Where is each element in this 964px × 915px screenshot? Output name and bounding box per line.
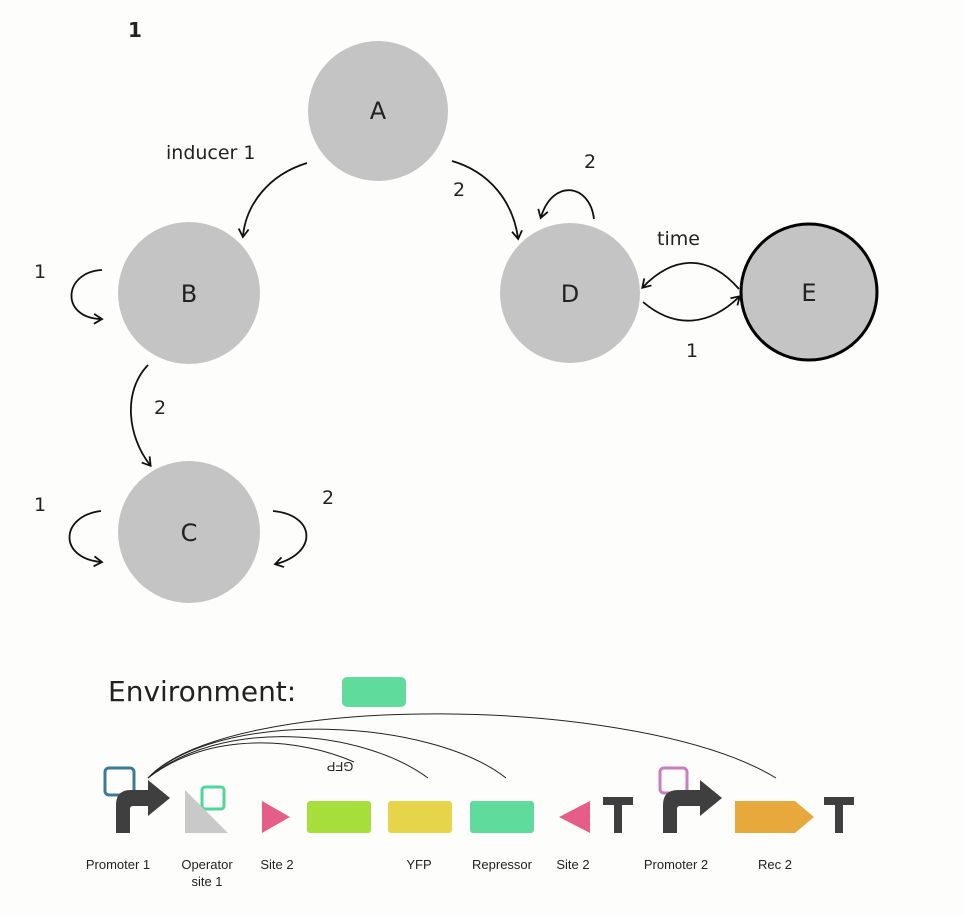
node-d-label: D — [561, 280, 579, 308]
node-d[interactable]: D — [500, 223, 640, 363]
repressor-label: Repressor — [472, 857, 533, 872]
arc-promoter1-to-repressor — [147, 728, 507, 779]
node-b-label: B — [181, 280, 197, 308]
site-2-a-label: Site 2 — [260, 857, 293, 872]
gfp-gene[interactable] — [307, 801, 371, 833]
yfp-gene[interactable] — [388, 801, 452, 833]
edge-a-to-b — [237, 162, 308, 239]
node-c-label: C — [181, 519, 198, 547]
terminator-2-icon[interactable] — [824, 797, 854, 833]
promoter-1-label: Promoter 1 — [86, 857, 150, 872]
edge-label-b-to-c: 2 — [154, 397, 166, 419]
arc-promoter1-to-gfp — [147, 742, 355, 779]
operator-triangle-icon — [185, 790, 228, 833]
promoter-1-arrow-icon — [116, 780, 170, 833]
yfp-label: YFP — [406, 857, 431, 872]
promoter-1[interactable] — [103, 766, 170, 833]
arc-promoter1-to-yfp — [147, 736, 429, 779]
operator-box — [200, 785, 226, 811]
gfp-flipped-label: GFP — [327, 759, 354, 774]
operator-label-line1: Operator — [181, 857, 233, 872]
edge-label-a-to-b: inducer 1 — [166, 142, 256, 164]
rec-2-gene[interactable] — [735, 801, 814, 833]
environment-indicator — [342, 677, 406, 707]
edge-d-to-e — [642, 295, 741, 322]
arc-promoter1-to-rec2 — [147, 713, 777, 779]
node-e-label: E — [801, 279, 816, 307]
operator-label-line2: site 1 — [191, 874, 222, 889]
edge-label-d-to-e: 1 — [686, 340, 698, 362]
repressor-gene[interactable] — [470, 801, 534, 833]
terminator-1-icon[interactable] — [603, 797, 633, 833]
site-2-a-icon[interactable] — [262, 801, 290, 833]
edge-label-e-to-d: time — [657, 228, 700, 250]
node-c[interactable]: C — [118, 461, 260, 603]
edge-label-c-self-left: 1 — [34, 494, 46, 516]
interaction-arcs — [147, 713, 777, 779]
edge-c-self-loop-left — [68, 510, 104, 568]
edge-label-c-self-right: 2 — [322, 487, 334, 509]
edge-d-self-loop — [537, 189, 595, 220]
node-b[interactable]: B — [118, 222, 260, 364]
edge-label-a-to-d: 2 — [453, 179, 465, 201]
edge-b-to-c — [129, 364, 152, 468]
environment-title: Environment: — [108, 675, 296, 708]
edge-c-self-loop-right — [272, 510, 308, 568]
promoter-2[interactable] — [658, 766, 722, 833]
site-2-b-label: Site 2 — [556, 857, 589, 872]
node-a-label: A — [370, 97, 387, 125]
promoter-2-arrow-icon — [663, 780, 722, 833]
node-e[interactable]: E — [739, 222, 879, 362]
rec-2-label: Rec 2 — [758, 857, 792, 872]
edge-a-to-d — [451, 160, 523, 241]
node-a[interactable]: A — [308, 41, 448, 181]
edge-e-to-d — [641, 261, 740, 290]
operator-site-1[interactable] — [185, 785, 228, 833]
promoter-2-box — [658, 766, 689, 795]
site-2-b-icon[interactable] — [559, 801, 590, 833]
edge-label-b-self: 1 — [34, 261, 46, 283]
panel-number: 1 — [128, 18, 142, 42]
edge-b-self-loop — [70, 269, 104, 325]
promoter-2-label: Promoter 2 — [644, 857, 708, 872]
edge-label-d-self: 2 — [584, 151, 596, 173]
